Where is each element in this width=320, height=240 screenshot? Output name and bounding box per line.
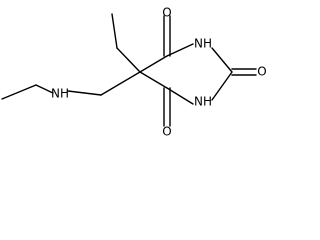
atom-label-nh-bottom: NH	[194, 95, 212, 109]
bond-ethyl-lower	[116, 47, 141, 73]
bond-chain-1	[100, 71, 141, 96]
bond-ring-c4-n3	[166, 43, 194, 57]
bond-ring-c5-c4	[139, 55, 168, 73]
bond-ring-n1-c6	[166, 87, 194, 105]
bond-ring-c2-n1	[211, 71, 233, 101]
atom-label-nh-chain: NH	[51, 87, 69, 101]
atom-label-nh-top: NH	[194, 37, 212, 51]
bond-chain-2	[67, 90, 102, 96]
bond-ring-n3-c2	[211, 47, 233, 73]
structural-formula: O NH O NH O NH	[1, 6, 267, 139]
atom-label-oxygen-top: O	[162, 6, 171, 20]
bond-ring-c6-c5	[139, 71, 168, 89]
bond-chain-methyl	[1, 84, 37, 100]
bond-chain-3	[35, 84, 54, 94]
atom-labels: O NH O NH O NH	[51, 6, 267, 139]
atom-label-oxygen-bottom: O	[162, 125, 171, 139]
atom-label-oxygen-right: O	[257, 65, 266, 79]
bond-ethyl-upper	[111, 13, 118, 49]
bonds	[1, 13, 257, 127]
